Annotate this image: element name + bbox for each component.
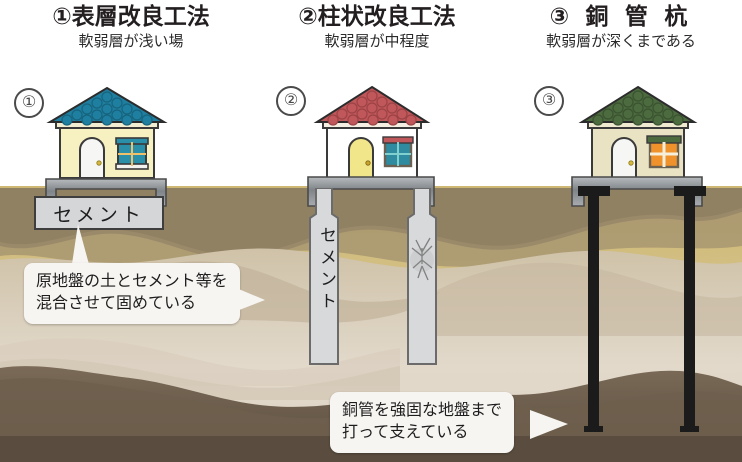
callout-leader-1 — [72, 224, 90, 268]
column-title-2: ②柱状改良工法 — [298, 3, 456, 29]
cement-column-label-left: セメント — [317, 226, 336, 314]
column-title-1: ①表層改良工法 — [52, 3, 210, 29]
house-1 — [42, 84, 172, 194]
column-heading-1: ①表層改良工法 軟弱層が浅い場 — [6, 3, 256, 52]
callout-pile-line-1: 銅管を強固な地盤まで — [342, 402, 503, 419]
column-subtitle-1: 軟弱層が浅い場 — [78, 33, 184, 50]
callout-surface-line-1: 原地盤の土とセメント等を — [36, 273, 228, 290]
column-subtitle-2: 軟弱層が中程度 — [324, 33, 430, 50]
column-number-3: ③ — [534, 86, 564, 116]
cement-slab-label: セメント — [34, 196, 164, 230]
callout-pile-line-2: 打って支えている — [342, 424, 469, 441]
house-2 — [307, 82, 437, 195]
house-3 — [572, 82, 704, 195]
column-number-1: ① — [14, 88, 44, 118]
cement-column-left — [309, 188, 339, 365]
cement-column-right — [407, 188, 437, 365]
column-heading-3: ③ 銅 管 杭 軟弱層が深くまである — [496, 3, 742, 52]
column-subtitle-3: 軟弱層が深くまである — [546, 33, 696, 50]
column-number-2: ② — [276, 86, 306, 116]
crack-mark — [411, 237, 433, 281]
callout-surface-line-2: 混合させて固めている — [36, 295, 197, 312]
steel-pipe-pile-left — [578, 186, 610, 432]
column-title-3: ③ 銅 管 杭 — [549, 3, 693, 29]
callout-steel-pipe-pile: 銅管を強固な地盤まで 打って支えている — [330, 392, 515, 453]
callout-surface-improvement: 原地盤の土とセメント等を 混合させて固めている — [24, 263, 240, 324]
callout-tail-1 — [229, 285, 265, 314]
column-heading-2: ②柱状改良工法 軟弱層が中程度 — [252, 3, 502, 52]
steel-pipe-pile-right — [674, 186, 706, 432]
callout-tail-2 — [530, 410, 568, 439]
